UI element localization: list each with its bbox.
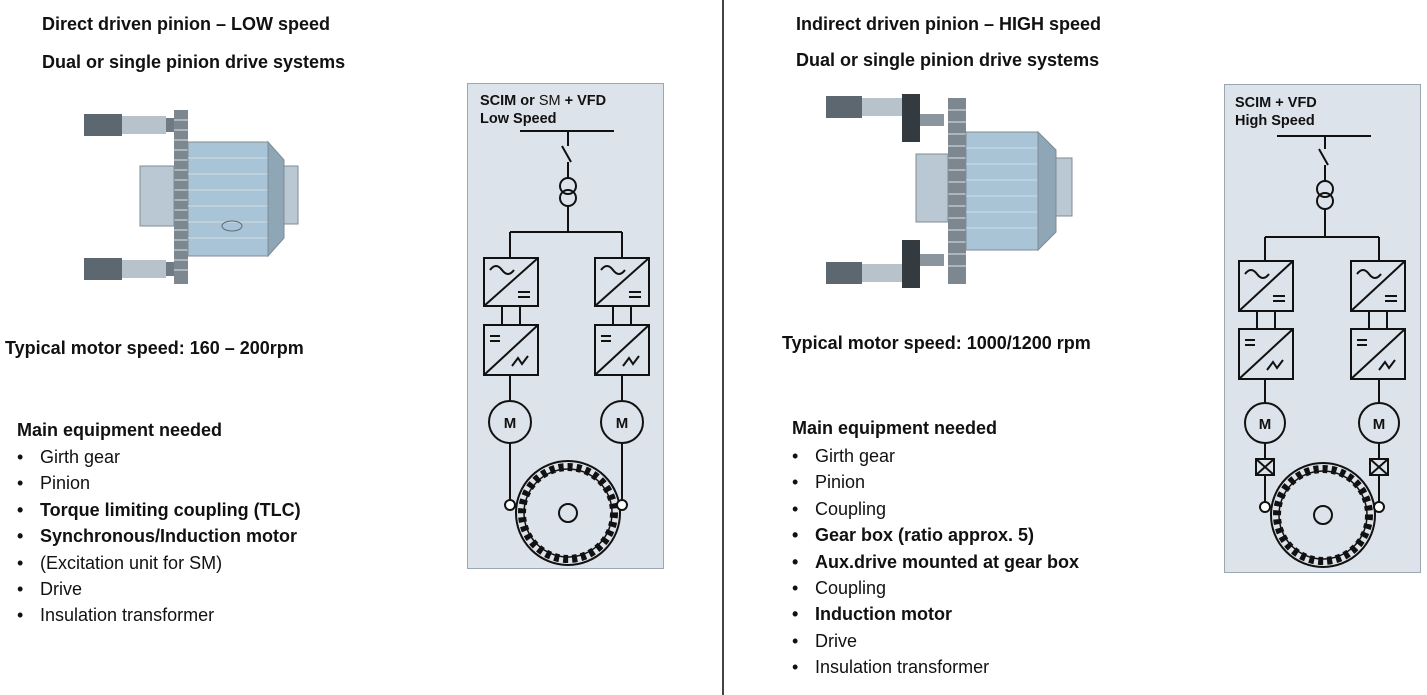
right-single-line-diagram: M M	[1238, 135, 1406, 568]
right-equipment-item: Coupling	[792, 496, 1079, 522]
right-mill-illustration	[822, 92, 1078, 288]
left-equipment-item: Synchronous/Induction motor	[17, 523, 301, 549]
right-heading-pinion-systems: Dual or single pinion drive systems	[796, 50, 1100, 70]
right-equipment-item: Girth gear	[792, 443, 1079, 469]
left-typical-motor-speed: Typical motor speed: 160 – 200rpm	[5, 338, 304, 358]
right-motor-label-1: M	[1259, 416, 1272, 433]
right-panel-title: SCIM + VFD High Speed	[1235, 94, 1317, 130]
left-equipment-item: Insulation transformer	[17, 602, 301, 628]
left-heading-direct-drive: Direct driven pinion – LOW speed	[42, 14, 331, 34]
column-divider	[722, 0, 724, 695]
right-equipment-item: Pinion	[792, 469, 1079, 495]
right-equipment-item: Induction motor	[792, 601, 1079, 627]
left-panel-title-speed: Low Speed	[480, 111, 557, 127]
right-equipment-item: Aux.drive mounted at gear box	[792, 549, 1079, 575]
left-panel-title: SCIM or SM + VFD Low Speed	[480, 92, 606, 128]
left-equipment-item: (Excitation unit for SM)	[17, 550, 301, 576]
right-panel-title-scim-vfd: SCIM + VFD	[1235, 95, 1317, 111]
left-mill-illustration	[80, 108, 302, 286]
left-equipment-item: Pinion	[17, 470, 301, 496]
right-equipment-item: Gear box (ratio approx. 5)	[792, 522, 1079, 548]
right-equipment-list: Girth gearPinionCouplingGear box (ratio …	[792, 443, 1079, 681]
left-panel-title-vfd: + VFD	[560, 93, 607, 109]
left-equipment-list: Girth gearPinionTorque limiting coupling…	[17, 444, 301, 629]
right-motor-label-2: M	[1373, 416, 1386, 433]
right-panel-title-speed: High Speed	[1235, 113, 1315, 129]
left-heading-pinion-systems: Dual or single pinion drive systems	[42, 52, 346, 72]
right-heading-indirect-drive: Indirect driven pinion – HIGH speed	[796, 14, 1102, 34]
left-equipment-item: Drive	[17, 576, 301, 602]
left-motor-label-2: M	[616, 415, 629, 432]
right-equipment-item: Insulation transformer	[792, 654, 1079, 680]
left-panel-title-scim: SCIM or	[480, 93, 539, 109]
right-equipment-title: Main equipment needed	[792, 418, 998, 438]
left-single-line-diagram: M M	[483, 130, 650, 566]
left-equipment-title: Main equipment needed	[17, 420, 223, 440]
right-equipment-item: Coupling	[792, 575, 1079, 601]
left-motor-label-1: M	[504, 415, 517, 432]
left-equipment-item: Torque limiting coupling (TLC)	[17, 497, 301, 523]
left-wiring-panel: SCIM or SM + VFD Low Speed	[467, 83, 664, 569]
right-wiring-panel: SCIM + VFD High Speed	[1224, 84, 1421, 573]
left-equipment-item: Girth gear	[17, 444, 301, 470]
left-panel-title-sm: SM	[538, 93, 561, 109]
right-typical-motor-speed: Typical motor speed: 1000/1200 rpm	[782, 333, 1091, 353]
right-equipment-item: Drive	[792, 628, 1079, 654]
